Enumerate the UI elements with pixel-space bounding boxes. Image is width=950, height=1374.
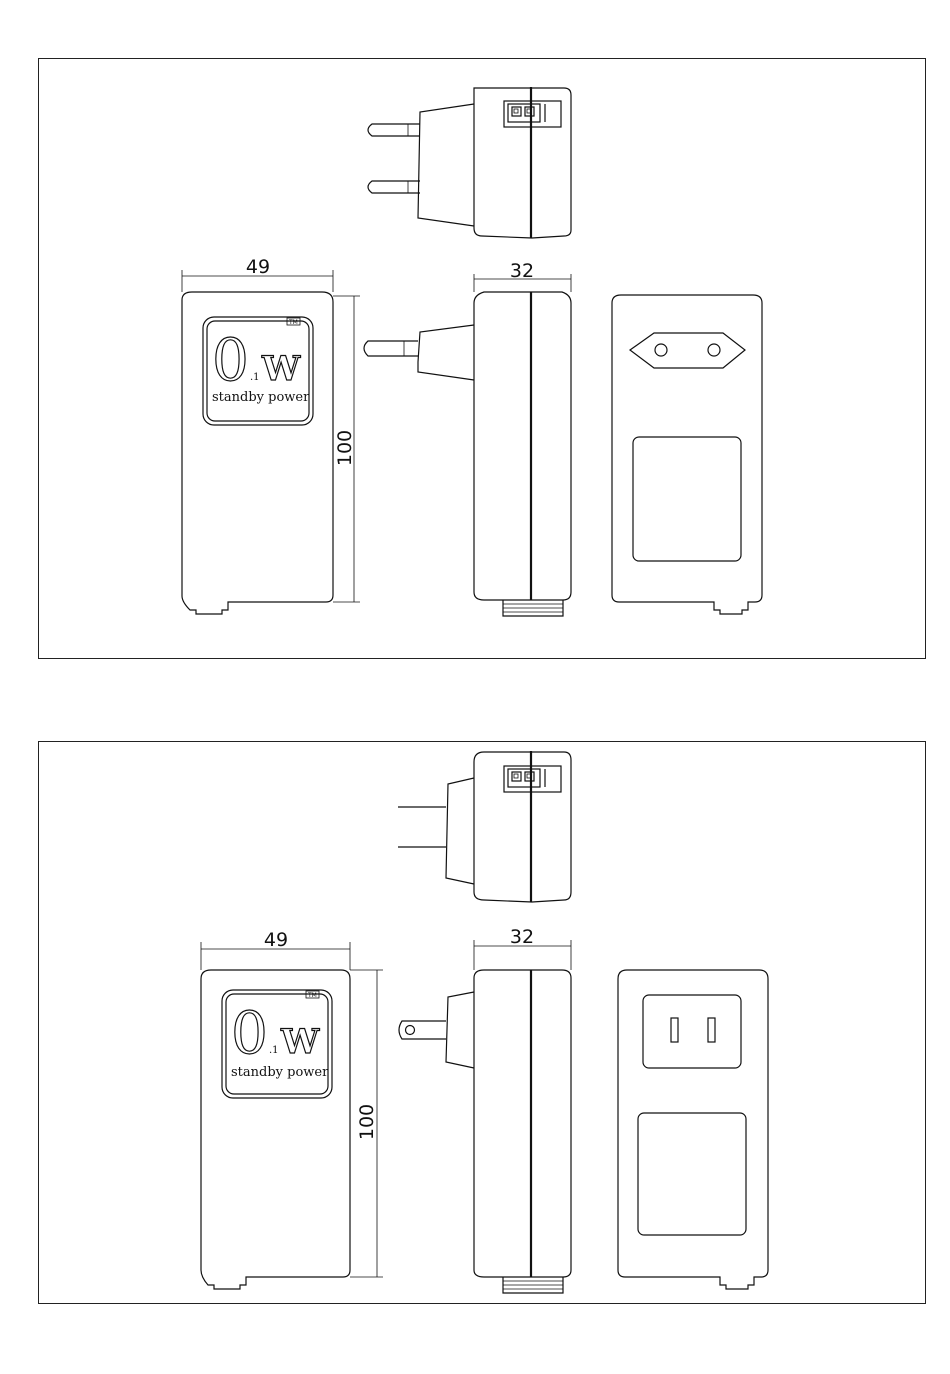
us-logo-decimal: .1 [269, 1045, 279, 1056]
us-logo-caption: standby power [231, 1065, 329, 1080]
us-depth-label: 32 [510, 926, 534, 948]
us-side-view [399, 970, 571, 1293]
us-front-view: 0 .1 W standby power TM [201, 970, 350, 1289]
us-height-dimension: 100 [350, 970, 383, 1277]
us-depth-dimension: 32 [474, 926, 571, 970]
us-back-view [618, 970, 768, 1289]
us-logo-digit: 0 [231, 999, 268, 1067]
us-logo-unit: W [280, 1022, 320, 1062]
us-logo-badge: TM [307, 992, 317, 999]
us-width-dimension: 49 [201, 929, 350, 970]
us-height-label: 100 [356, 1104, 378, 1140]
us-width-label: 49 [264, 929, 288, 951]
us-top-view [398, 751, 571, 902]
